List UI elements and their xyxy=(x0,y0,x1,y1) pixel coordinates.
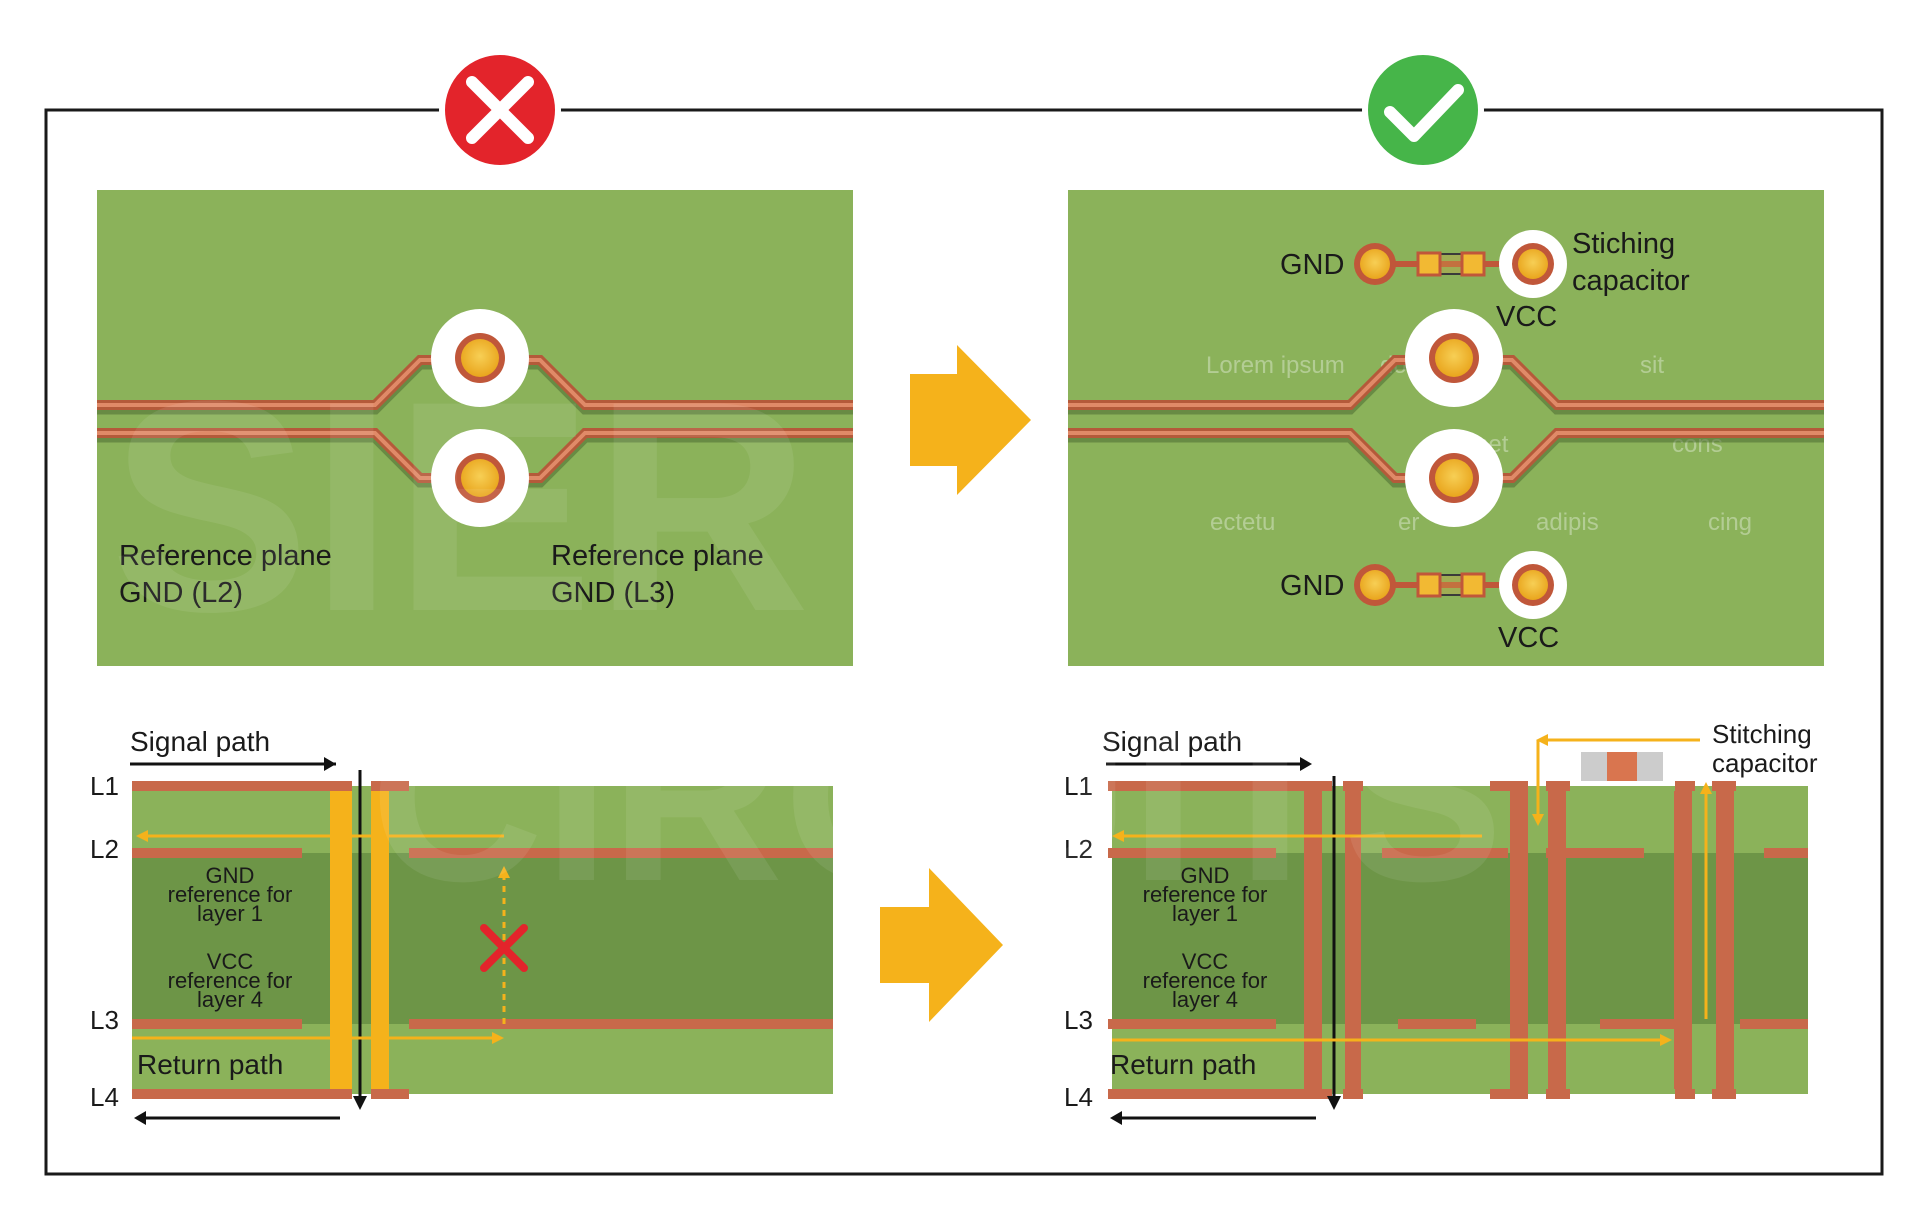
gnd-ref-right-1: GND xyxy=(1181,863,1230,888)
check-mark-icon xyxy=(1384,84,1464,142)
vcc-label-lower: VCC xyxy=(1498,622,1559,654)
copper-l2-right xyxy=(1108,848,1276,858)
via-lower xyxy=(431,429,529,527)
return-path-label-left: Return path xyxy=(137,1049,283,1080)
cap-label-line1: Stiching xyxy=(1572,228,1675,260)
vcc-ref-right-1: VCC xyxy=(1182,949,1229,974)
arrow-right-top xyxy=(910,345,1031,495)
stitching-capacitor-lower xyxy=(1354,551,1567,619)
layer-l2-right: L2 xyxy=(1064,834,1093,864)
return-path-label-right: Return path xyxy=(1110,1049,1256,1080)
watermark-line1: SIER xyxy=(110,338,810,674)
gnd-ref-left-2: reference for xyxy=(168,882,293,907)
layer-l1-left: L1 xyxy=(90,771,119,801)
gnd-label-upper: GND xyxy=(1280,249,1344,281)
signal-via-barrel xyxy=(1304,791,1322,1089)
copper-l4-right xyxy=(1108,1089,1332,1099)
lorem-1: Lorem ipsum xyxy=(1206,352,1345,379)
lorem-6: ectetu xyxy=(1210,509,1275,536)
stitching-via-barrel-2 xyxy=(1674,791,1692,1089)
copper-l1-right xyxy=(1108,781,1332,791)
vcc-ref-right-3: layer 4 xyxy=(1172,987,1238,1012)
layer-l1-right: L1 xyxy=(1064,771,1093,801)
gnd-ref-left-1: GND xyxy=(206,863,255,888)
signal-path-label-left: Signal path xyxy=(130,726,270,757)
ref-plane-right-line1: Reference plane xyxy=(551,540,764,572)
top-right-panel: Lorem ipsum do sit amet cons ectetu er a… xyxy=(1068,190,1824,666)
blocked-return-icon xyxy=(480,924,528,972)
ref-plane-left-line1: Reference plane xyxy=(119,540,332,572)
lorem-3: sit xyxy=(1640,352,1664,379)
ref-plane-right-line2: GND (L3) xyxy=(551,577,675,609)
layer-l4-right: L4 xyxy=(1064,1082,1093,1112)
via-barrel-left xyxy=(330,791,352,1089)
stitching-cap-label-2: capacitor xyxy=(1712,748,1818,778)
arrow-right-bottom xyxy=(880,868,1003,1022)
vcc-label-upper: VCC xyxy=(1496,301,1557,333)
gnd-ref-right-3: layer 1 xyxy=(1172,901,1238,926)
stackup-left: Signal path Return path GND reference fo… xyxy=(90,726,833,1125)
vcc-ref-right-2: reference for xyxy=(1143,968,1268,993)
stackup-right: Signal path Return path GND reference fo… xyxy=(1064,719,1818,1125)
layer-l3-right: L3 xyxy=(1064,1005,1093,1035)
vcc-ref-left-3: layer 4 xyxy=(197,987,263,1012)
layer-l3-left: L3 xyxy=(90,1005,119,1035)
layer-l4-left: L4 xyxy=(90,1082,119,1112)
gnd-label-lower: GND xyxy=(1280,570,1344,602)
copper-l3 xyxy=(132,1019,302,1029)
lorem-7: er xyxy=(1398,509,1419,536)
via-upper-right xyxy=(1405,309,1503,407)
watermark-line2: CIRCUITS xyxy=(370,663,1503,931)
x-mark-icon xyxy=(466,76,534,144)
copper-l4 xyxy=(132,1089,352,1099)
copper-l3-right xyxy=(1108,1019,1276,1029)
stitching-cap-label-1: Stitching xyxy=(1712,719,1812,749)
via-lower-right xyxy=(1405,429,1503,527)
vcc-ref-left-2: reference for xyxy=(168,968,293,993)
vcc-ref-left-1: VCC xyxy=(207,949,254,974)
cap-label-line2: capacitor xyxy=(1572,265,1690,297)
good-status-badge xyxy=(1362,49,1484,171)
top-left-panel: Reference plane GND (L2) Reference plane… xyxy=(97,190,853,666)
stitching-via-barrel-1 xyxy=(1510,791,1528,1089)
lorem-9: cing xyxy=(1708,509,1752,536)
via-upper xyxy=(431,309,529,407)
signal-path-label-right: Signal path xyxy=(1102,726,1242,757)
ref-plane-left-line2: GND (L2) xyxy=(119,577,243,609)
layer-l2-left: L2 xyxy=(90,834,119,864)
gnd-ref-right-2: reference for xyxy=(1143,882,1268,907)
bad-status-badge xyxy=(439,49,561,171)
stitching-capacitor-upper xyxy=(1354,230,1567,298)
stitching-capacitor-component xyxy=(1581,752,1663,781)
gnd-ref-left-3: layer 1 xyxy=(197,901,263,926)
outer-frame xyxy=(44,108,1884,1176)
copper-l2 xyxy=(132,848,302,858)
lorem-8: adipis xyxy=(1536,509,1599,536)
copper-l1 xyxy=(132,781,352,791)
